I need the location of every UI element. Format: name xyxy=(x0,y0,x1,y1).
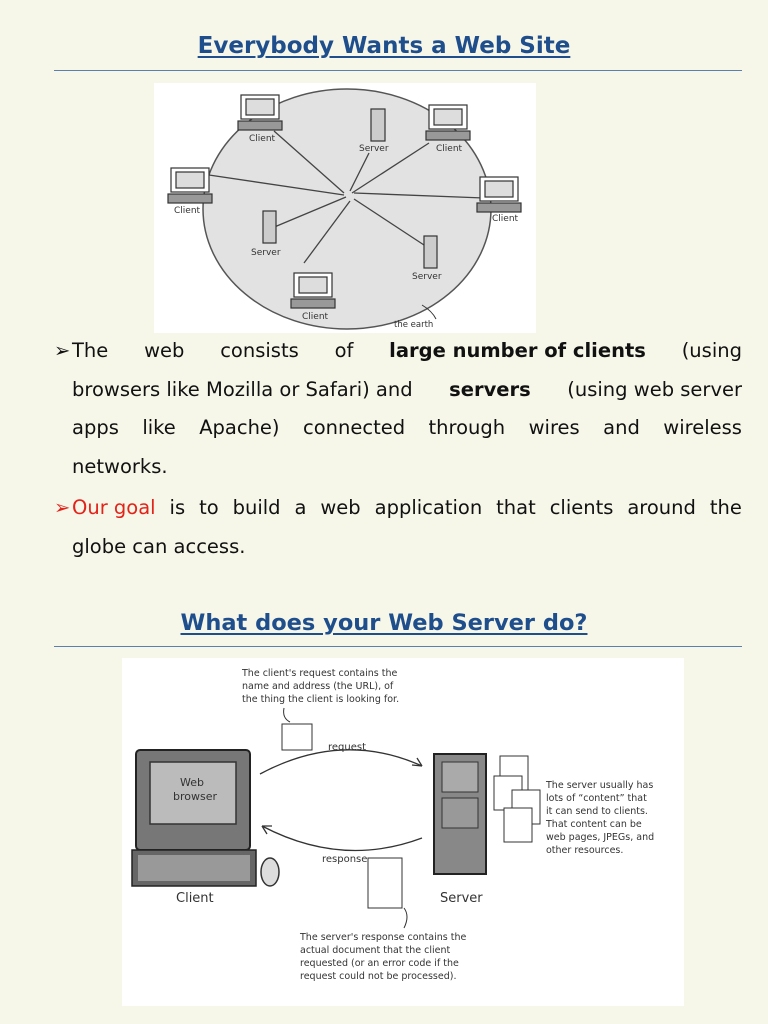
svg-text:The client's request contains: The client's request contains the xyxy=(241,668,397,679)
server-label: Server xyxy=(251,248,281,258)
response-label: response xyxy=(322,854,367,865)
mouse-icon xyxy=(260,857,280,887)
monitor-icon xyxy=(135,749,251,858)
client-label: Client xyxy=(436,144,463,154)
svg-text:requested (or an error code if: requested (or an error code if the xyxy=(300,958,459,969)
response-document-icon xyxy=(367,857,403,909)
title-divider xyxy=(54,646,742,647)
client-label: Client xyxy=(174,206,201,216)
content-note: The server usually has lots of “content”… xyxy=(545,780,654,856)
svg-text:actual document that the clien: actual document that the client xyxy=(300,945,451,956)
client-computer-icon xyxy=(167,94,522,309)
arrow-bullet-icon: ➢ xyxy=(54,339,71,362)
svg-text:it can send to clients.: it can send to clients. xyxy=(546,806,648,817)
svg-text:Web: Web xyxy=(180,776,204,789)
title-divider xyxy=(54,70,742,71)
section-title-web-server: What does your Web Server do? xyxy=(180,610,588,636)
server-label: Server xyxy=(359,144,389,154)
document-stack-icon xyxy=(493,755,541,843)
request-document-icon xyxy=(281,723,313,751)
keyboard-icon xyxy=(131,849,257,887)
server-label: Server xyxy=(440,891,483,906)
svg-text:web pages, JPEGs, and: web pages, JPEGs, and xyxy=(546,832,654,843)
svg-text:The server's response contains: The server's response contains the xyxy=(299,932,466,943)
client-server-diagram: Web browser Client Server request respo xyxy=(122,658,684,1006)
bullet-paragraph-clients: ➢The web consists of large number of cli… xyxy=(54,332,742,486)
request-note: The client's request contains the name a… xyxy=(241,668,399,705)
earth-label: the earth xyxy=(394,320,433,330)
svg-text:browser: browser xyxy=(173,790,217,803)
response-note: The server's response contains the actua… xyxy=(299,932,466,982)
svg-text:That content can be: That content can be xyxy=(545,819,642,830)
svg-text:the thing the client is lookin: the thing the client is looking for. xyxy=(242,694,399,705)
svg-text:lots of “content” that: lots of “content” that xyxy=(546,793,647,804)
svg-text:name and address (the URL), of: name and address (the URL), of xyxy=(242,681,394,692)
server-label: Server xyxy=(412,272,442,282)
client-label: Client xyxy=(176,891,214,906)
svg-text:other resources.: other resources. xyxy=(546,845,623,856)
network-diagram: Client Server Client Client Client Serve… xyxy=(154,83,536,333)
bullet-paragraph-goal: ➢Our goal is to build a web application … xyxy=(54,489,742,566)
server-tower-icon xyxy=(262,108,438,269)
request-label: request xyxy=(328,742,366,753)
svg-text:request could not be processed: request could not be processed). xyxy=(300,971,456,982)
arrow-bullet-icon: ➢ xyxy=(54,496,71,519)
server-tower-icon xyxy=(433,753,487,875)
client-label: Client xyxy=(492,214,519,224)
section-title-web-site: Everybody Wants a Web Site xyxy=(197,33,571,59)
svg-text:The server usually has: The server usually has xyxy=(545,780,653,791)
client-label: Client xyxy=(302,312,329,322)
client-label: Client xyxy=(249,134,276,144)
